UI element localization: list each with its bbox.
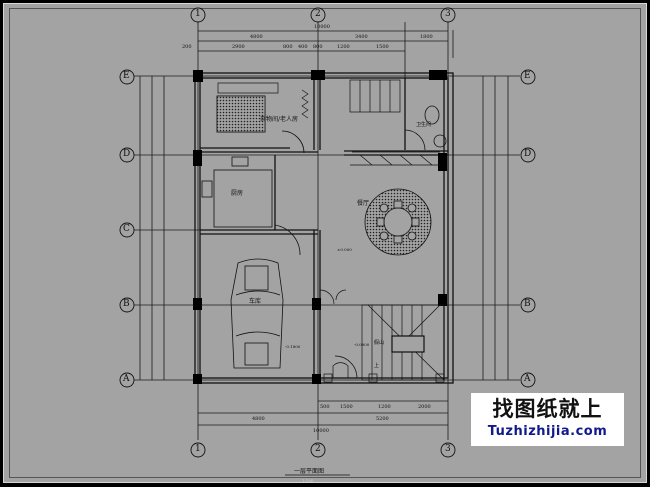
axis-label-E-left: E — [123, 71, 130, 81]
room-label-bathroom: 卫生间 — [416, 122, 432, 128]
elevation-entry: -0.0800 — [354, 342, 370, 347]
dim-bottom-2000: 2000 — [418, 404, 431, 410]
axis-label-B-right: B — [524, 299, 531, 309]
axis-label-C-left: C — [123, 224, 130, 234]
dim-top-3400: 3400 — [355, 34, 368, 40]
axis-label-E-right: E — [524, 71, 531, 81]
dim-top-1500: 1500 — [376, 44, 389, 50]
watermark-chinese-text: 找图纸就上 — [492, 397, 603, 421]
room-label-rockery: 假山 — [374, 340, 385, 346]
watermark-url-text: Tuzhizhijia.com — [487, 424, 608, 439]
stair-up-label: 上 — [374, 363, 380, 369]
dim-top-1200: 1200 — [337, 44, 350, 50]
elevation-main: ±0.000 — [337, 247, 352, 252]
elevation-garage: -0.1800 — [285, 344, 301, 349]
axis-label-1-bottom: 1 — [195, 444, 201, 454]
axis-label-3-bottom: 3 — [445, 444, 451, 454]
axis-label-B-left: B — [123, 299, 130, 309]
axis-label-D-right: D — [524, 149, 532, 159]
room-label-garage: 车库 — [249, 298, 262, 305]
axis-label-A-right: A — [524, 374, 531, 384]
axis-label-D-left: D — [123, 149, 131, 159]
dim-top-2900: 2900 — [232, 44, 245, 50]
drawing-title: 一层平面图 — [294, 468, 325, 475]
axis-label-A-left: A — [123, 374, 130, 384]
dim-top-400: 400 — [298, 44, 308, 50]
axis-label-3-top: 3 — [445, 9, 451, 19]
dim-top-4800: 4800 — [250, 34, 263, 40]
axis-label-2-top: 2 — [315, 9, 321, 19]
dim-bottom-1200: 1200 — [378, 404, 391, 410]
dim-top-800b: 800 — [313, 44, 323, 50]
dim-top-1800: 1800 — [420, 34, 433, 40]
watermark-logo: 找图纸就上 Tuzhizhijia.com — [471, 393, 624, 446]
dim-bottom-4800: 4800 — [252, 416, 265, 422]
dim-bottom-1500: 1500 — [340, 404, 353, 410]
room-label-dining: 餐厅 — [357, 200, 370, 207]
drawing-sheet-frame — [3, 3, 647, 483]
drawing-scale: 1:100 — [302, 478, 314, 483]
dim-top-overall: 10000 — [314, 24, 330, 30]
room-label-kitchen: 厨房 — [231, 190, 244, 197]
dim-top-800a: 800 — [283, 44, 293, 50]
dim-bottom-5200: 5200 — [376, 416, 389, 422]
room-label-storage-elder: 杂物间/老人房 — [260, 116, 299, 123]
axis-label-2-bottom: 2 — [315, 444, 321, 454]
dim-top-200: 200 — [182, 44, 192, 50]
dim-bottom-overall: 10000 — [313, 428, 329, 434]
drawing-sheet-border — [9, 8, 641, 478]
dim-bottom-500: 500 — [320, 404, 330, 410]
axis-label-1-top: 1 — [195, 9, 201, 19]
